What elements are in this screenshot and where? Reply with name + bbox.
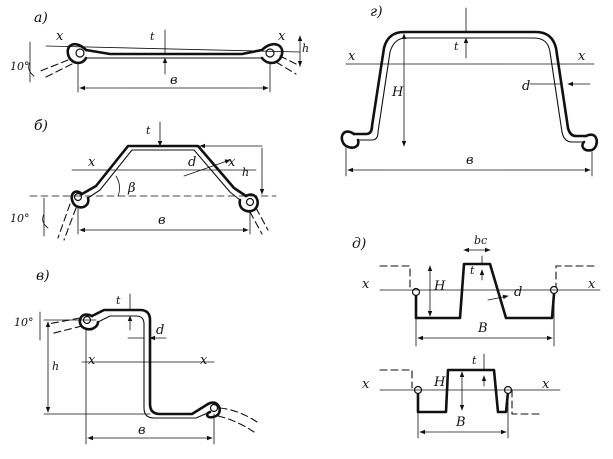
panel-b-left-lock-hole [73, 192, 83, 202]
panel-v-left-adjacent-dashed [47, 317, 83, 335]
panel-b-right-lock-hole [245, 197, 255, 207]
panel-g-web [352, 30, 588, 138]
panel-d-upper-axis-label-right: x [588, 277, 596, 292]
panel-v-b-label: в [138, 423, 146, 438]
panel-a-left-lock-hole [75, 48, 85, 58]
panel-d-upper-h-label: H [433, 279, 446, 294]
panel-b-trough-profile: б) x x t d h β в 10° [10, 118, 277, 241]
panel-g-u-profile: г) x x t d H в [340, 4, 599, 177]
panel-v-web-inner [97, 315, 211, 419]
panel-b-angle-arc [42, 197, 49, 237]
panel-v-angle-label: 10° [14, 316, 34, 329]
panel-b-angle-label: 10° [10, 212, 30, 225]
panel-a-caption: а) [34, 10, 48, 26]
panel-a-flat-profile: а) x x t в h 10° [10, 10, 309, 93]
panel-g-b-label: в [466, 153, 474, 168]
panel-a-b-label: в [170, 73, 178, 88]
panel-b-axis-label-left: x [88, 155, 96, 170]
panel-a-b-extension [77, 61, 271, 93]
panel-b-web-inner [87, 149, 241, 201]
panel-v-caption: в) [36, 268, 50, 284]
panel-b-h-dim [200, 146, 262, 194]
panel-d-caption: д) [352, 236, 366, 252]
panel-g-b-extension [345, 147, 593, 177]
panel-v-left-lock [78, 313, 100, 331]
panel-d-d-label: d [514, 285, 522, 300]
panel-b-b-label: в [158, 213, 166, 228]
panel-a-right-lock [260, 42, 284, 65]
panel-a-right-lock-hole [265, 48, 275, 58]
panel-d-d-dim [487, 294, 509, 301]
panel-b-web [80, 144, 248, 198]
panel-a-axis-line [45, 45, 301, 53]
panel-v-right-lock-hole [209, 403, 219, 413]
panel-a-left-adjacent-dashed [37, 59, 73, 79]
panel-d-lower-t-label: t [472, 354, 477, 367]
panel-b-axis-label-right: x [228, 155, 236, 170]
panel-b-t-label: t [146, 124, 151, 137]
panel-g-caption: г) [370, 4, 383, 20]
panel-g-t-label: t [454, 40, 459, 53]
panel-a-axis-label-right: x [278, 29, 286, 44]
panel-d-lower-b-extension [417, 393, 509, 439]
panel-b-left-adjacent-dashed [57, 203, 77, 241]
panel-v-d-label: d [156, 323, 164, 338]
panel-a-left-lock [66, 42, 88, 65]
panel-d-lower-adjacent-dashed [379, 369, 541, 415]
panel-v-axis-label-right: x [200, 353, 208, 368]
panel-b-right-adjacent-dashed [249, 207, 269, 235]
panel-v-z-profile: в) x x t d h в 10° [14, 268, 261, 445]
panel-b-h-label: h [242, 166, 249, 179]
panel-b-beta-label: β [127, 181, 136, 196]
panel-g-d-label: d [522, 79, 530, 94]
panel-d-lower-axis-label-right: x [542, 377, 550, 392]
panel-a-angle-label: 10° [10, 60, 30, 73]
panel-g-axis-label-right: x [578, 49, 586, 64]
panel-d-upper-axis-label-left: x [362, 277, 370, 292]
panel-d-lower-b-label: B [455, 415, 466, 430]
panel-a-web [84, 48, 264, 56]
panel-a-axis-label-left: x [56, 29, 64, 44]
panel-v-right-lock [205, 401, 221, 419]
panel-v-right-adjacent-dashed [217, 407, 261, 433]
panel-b-b-extension [77, 205, 251, 235]
panel-d-upper-adjacent-dashed [379, 265, 595, 291]
panel-d-lower-web [416, 368, 510, 414]
panel-b-caption: б) [34, 118, 48, 134]
panel-d-upper-b-extension [415, 295, 555, 347]
panel-d-upper-b-label: B [477, 321, 488, 336]
panel-v-h-extension [43, 319, 151, 415]
panel-d-box-profiles: д) x x bс t d H B x x t [352, 234, 601, 439]
panel-g-axis-label-left: x [348, 49, 356, 64]
panel-d-lower-h-label: H [433, 375, 446, 390]
panel-v-b-extension [85, 329, 215, 445]
panel-v-t-label: t [116, 294, 121, 307]
panel-d-upper-left-lock [411, 287, 421, 297]
panel-d-upper-t-label: t [470, 264, 475, 277]
panel-b-beta-arc [115, 175, 120, 197]
panel-a-t-label: t [150, 30, 155, 43]
panel-d-upper-web [414, 262, 556, 320]
panel-a-angle-arc [28, 41, 35, 83]
panel-a-right-adjacent-dashed [275, 55, 301, 75]
panel-b-left-lock [70, 190, 90, 209]
panel-d-bc-label: bс [474, 234, 487, 247]
panel-g-right-lock [581, 133, 599, 152]
panel-d-lower-axis-label-left: x [362, 377, 370, 392]
panel-v-h-label: h [52, 360, 59, 373]
panel-g-left-lock [340, 130, 360, 149]
panel-b-d-label: d [188, 155, 196, 170]
panel-v-axis-label-left: x [88, 353, 96, 368]
panel-a-h-label: h [302, 42, 309, 55]
panel-g-h-label: H [391, 85, 404, 100]
